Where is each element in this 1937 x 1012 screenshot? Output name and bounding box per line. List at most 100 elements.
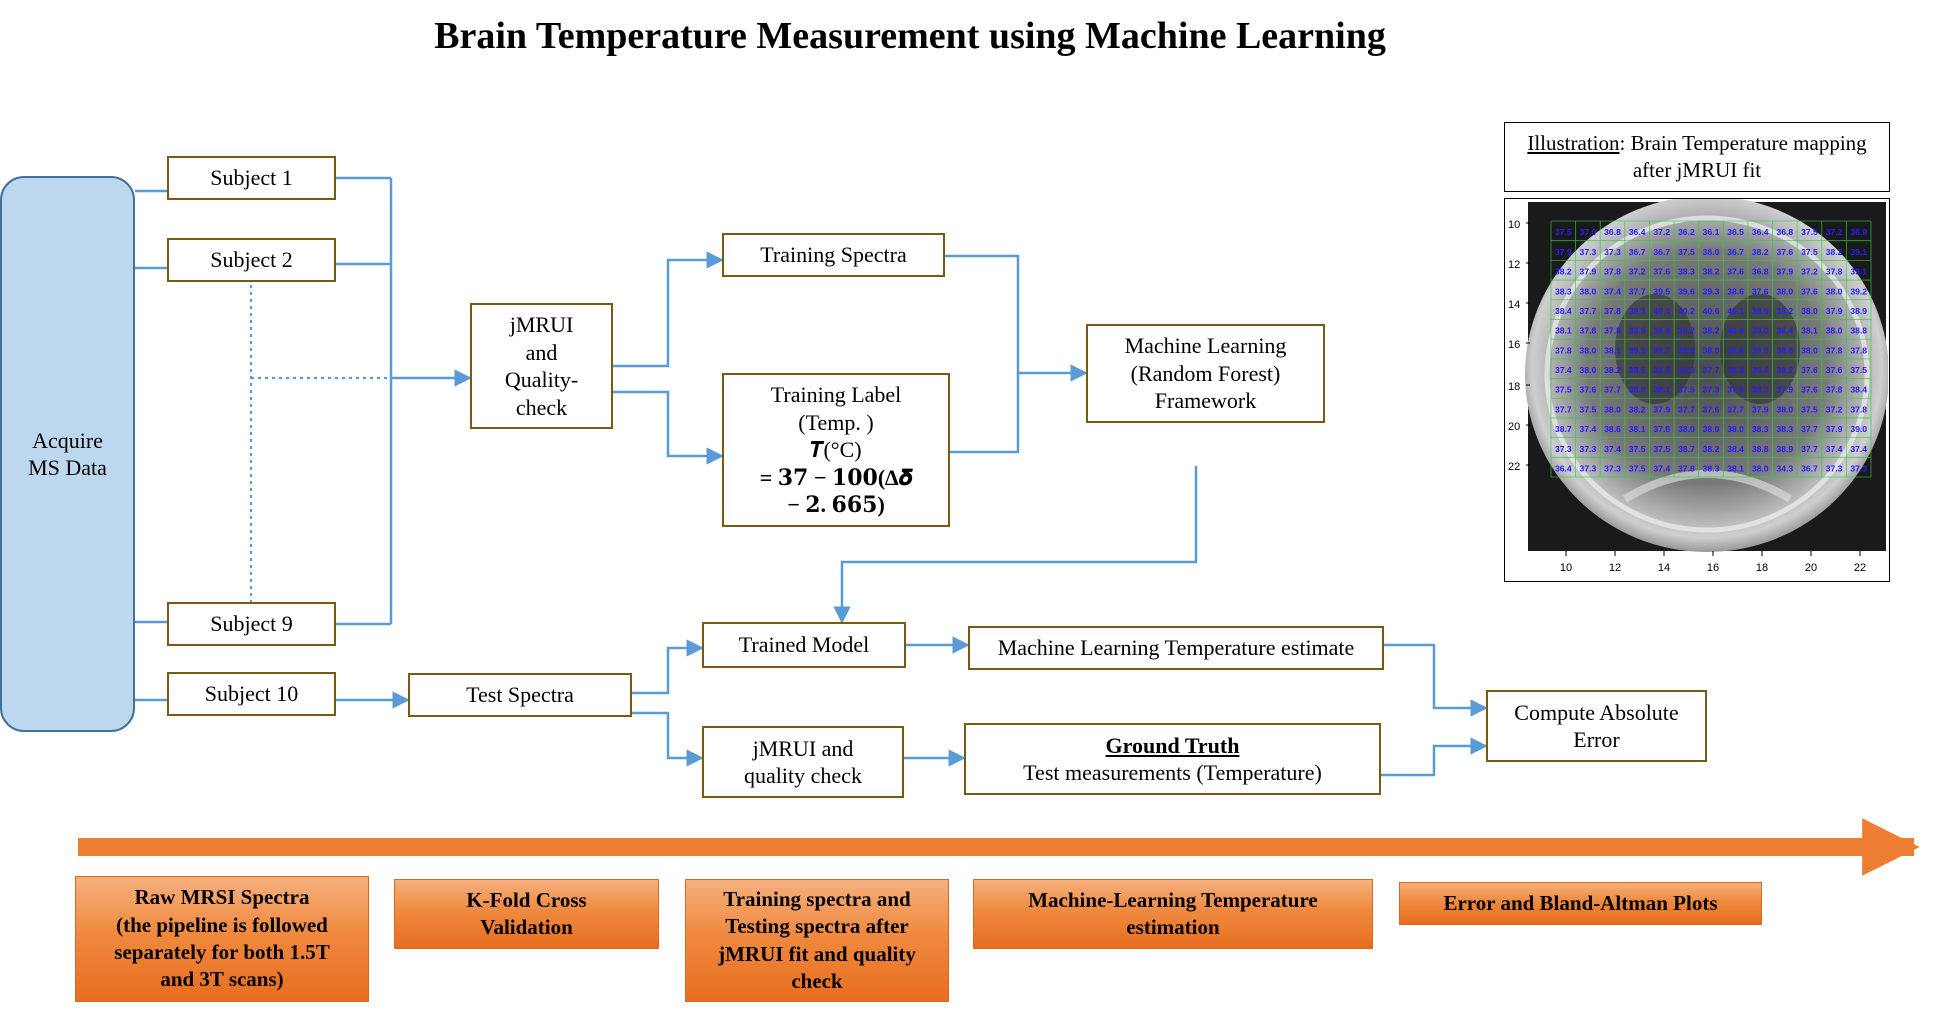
stage-training-testing: Training spectra and Testing spectra aft… (685, 879, 949, 1002)
map-cell-value: 37.5 (1580, 404, 1597, 414)
map-cell-value: 37.9 (1826, 306, 1843, 316)
map-cell-value: 38.0 (1604, 404, 1621, 414)
illustration-text-2: after jMRUI fit (1632, 158, 1762, 182)
subject-9-box: Subject 9 (167, 602, 336, 646)
map-cell-value: 38.0 (1752, 463, 1769, 473)
stage-tt-line-1: Training spectra and (723, 886, 911, 911)
map-cell-value: 37.4 (1580, 424, 1597, 434)
map-cell-value: 37.2 (1826, 404, 1843, 414)
map-cell-value: 36.4 (1555, 463, 1572, 473)
map-cell-value: 40.6 (1703, 306, 1720, 316)
map-cell-value: 38.7 (1678, 444, 1695, 454)
map-cell-value: 38.0 (1580, 365, 1597, 375)
map-cell-value: 36.2 (1678, 227, 1695, 237)
map-x-tick: 10 (1560, 562, 1572, 574)
ml-framework-line-1: Machine Learning (1124, 333, 1287, 359)
map-y-tick: 10 (1508, 219, 1520, 231)
subject-1-label: Subject 1 (210, 165, 293, 191)
test-spectra-label: Test Spectra (466, 682, 574, 708)
map-cell-value: 39.3 (1629, 345, 1646, 355)
map-cell-value: 37.8 (1826, 267, 1843, 277)
stage-ml-line-1: Machine-Learning Temperature (1028, 887, 1318, 912)
ground-truth-box: Ground Truth Test measurements (Temperat… (964, 723, 1381, 795)
map-cell-value: 37.2 (1826, 227, 1843, 237)
map-cell-value: 37.5 (1653, 444, 1670, 454)
map-cell-value: 37.8 (1850, 404, 1867, 414)
stage-ml-line-2: estimation (1126, 915, 1220, 939)
map-cell-value: 37.7 (1801, 444, 1818, 454)
jmrui-line-1: jMRUI (509, 312, 574, 337)
map-cell-value: 37.8 (1826, 345, 1843, 355)
map-cell-value: 37.8 (1555, 345, 1572, 355)
map-x-tick: 22 (1854, 562, 1866, 574)
map-cell-value: 38.3 (1752, 424, 1769, 434)
map-cell-value: 38.0 (1776, 404, 1793, 414)
map-cell-value: 38.9 (1850, 306, 1867, 316)
map-cell-value: 37.6 (1776, 247, 1793, 257)
map-cell-value: 36.4 (1629, 227, 1646, 237)
map-cell-value: 38.3 (1629, 306, 1646, 316)
map-cell-value: 37.6 (1752, 286, 1769, 296)
map-y-tick: 22 (1508, 461, 1520, 473)
map-cell-value: 38.3 (1776, 424, 1793, 434)
map-cell-value: 38.1 (1801, 326, 1818, 336)
map-cell-value: 38.4 (1727, 444, 1744, 454)
stage-error-line-1: Error and Bland-Altman Plots (1443, 890, 1718, 915)
map-cell-value: 38.3 (1678, 267, 1695, 277)
map-y-tick: 16 (1508, 339, 1520, 351)
map-cell-value: 40.1 (1727, 306, 1744, 316)
trained-model-label: Trained Model (738, 632, 870, 658)
map-cell-value: 38.0 (1826, 326, 1843, 336)
map-cell-value: 38.9 (1776, 444, 1793, 454)
map-cell-value: 38.1 (1555, 326, 1572, 336)
map-cell-value: 37.6 (1801, 286, 1818, 296)
map-cell-value: 37.4 (1850, 444, 1867, 454)
illustration-caption-line-1: Illustration: Brain Temperature mapping (1527, 130, 1866, 157)
map-cell-value: 36.7 (1727, 247, 1744, 257)
map-cell-value: 38.2 (1752, 247, 1769, 257)
map-cell-value: 37.7 (1678, 404, 1695, 414)
map-cell-value: 38.7 (1555, 424, 1572, 434)
map-cell-value: 37.5 (1801, 227, 1818, 237)
map-cell-value: 37.9 (1826, 424, 1843, 434)
map-cell-value: 37.3 (1580, 463, 1597, 473)
map-cell-value: 37.6 (1826, 365, 1843, 375)
map-x-tick: 16 (1707, 562, 1719, 574)
map-cell-value: 34.3 (1776, 463, 1793, 473)
map-cell-value: 37.3 (1826, 463, 1843, 473)
map-cell-value: 37.7 (1703, 365, 1720, 375)
map-cell-value: 36.7 (1801, 463, 1818, 473)
map-cell-value: 38.6 (1727, 286, 1744, 296)
map-cell-value: 38.9 (1653, 365, 1670, 375)
map-cell-value: 37.7 (1555, 404, 1572, 414)
map-cell-value: 38.6 (1604, 424, 1621, 434)
map-cell-value: 37.0 (1580, 227, 1597, 237)
map-cell-value: 37.5 (1801, 404, 1818, 414)
map-cell-value: 37.6 (1653, 267, 1670, 277)
ml-framework-box: Machine Learning (Random Forest) Framewo… (1086, 324, 1325, 423)
map-cell-value: 39.8 (1653, 326, 1670, 336)
map-y-tick: 12 (1508, 259, 1520, 271)
map-cell-value: 36.8 (1752, 267, 1769, 277)
stage-tt-line-2: Testing spectra after (725, 914, 909, 939)
map-cell-value: 36.1 (1703, 227, 1720, 237)
jmrui-line-4: check (515, 394, 568, 420)
map-cell-value: 39.2 (1850, 286, 1867, 296)
map-cell-value: 37.6 (1703, 404, 1720, 414)
training-label-formula-2: − 𝟐. 𝟔𝟔𝟓) (787, 492, 885, 518)
jmrui-line-2: and (525, 339, 558, 365)
map-cell-value: 38.5 (1752, 306, 1769, 316)
map-cell-value: 37.4 (1826, 444, 1843, 454)
ground-truth-text: Test measurements (Temperature) (1023, 760, 1322, 785)
map-cell-value: 38.2 (1629, 404, 1646, 414)
map-cell-value: 38.0 (1703, 424, 1720, 434)
map-cell-value: 37.2 (1629, 267, 1646, 277)
map-cell-value: 37.6 (1801, 385, 1818, 395)
map-cell-value: 36.7 (1653, 247, 1670, 257)
ml-estimate-label: Machine Learning Temperature estimate (997, 635, 1355, 661)
map-cell-value: 36.5 (1727, 227, 1744, 237)
map-cell-value: 38.2 (1703, 267, 1720, 277)
training-spectra-box: Training Spectra (722, 233, 945, 277)
